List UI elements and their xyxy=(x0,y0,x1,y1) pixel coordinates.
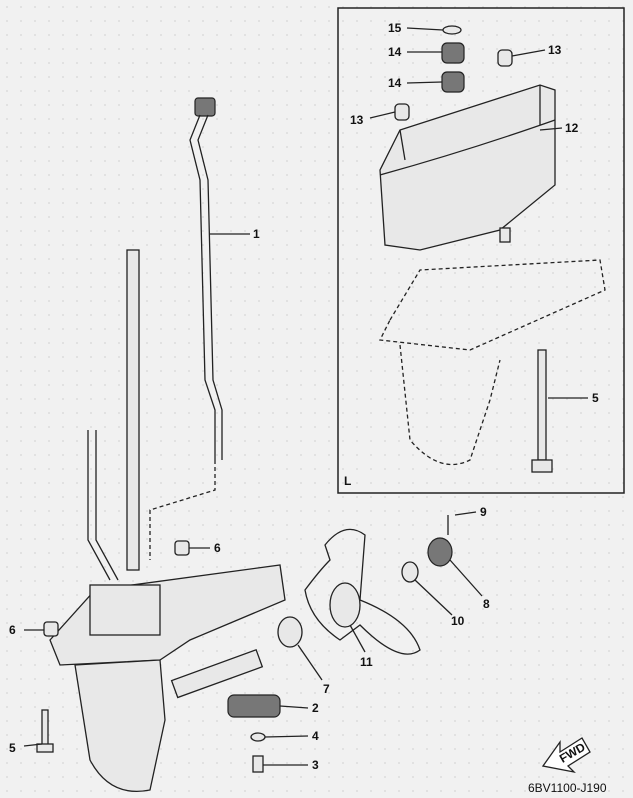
part-13-sleeve-right xyxy=(497,49,513,67)
callout-5-inset: 5 xyxy=(592,391,599,405)
callout-6-upper: 6 xyxy=(214,541,221,555)
part-5-bolt-inset xyxy=(531,349,553,473)
part-15-clip xyxy=(442,25,462,35)
inset-label: L xyxy=(344,474,351,488)
part-14-bearing-upper xyxy=(441,42,465,64)
callout-15: 15 xyxy=(388,21,402,35)
part-14-bearing-lower xyxy=(441,71,465,93)
callout-9: 9 xyxy=(480,505,487,519)
part-12-cover xyxy=(379,84,556,251)
part-11-propeller xyxy=(304,528,421,655)
leader-lines-main xyxy=(23,511,483,766)
part-13-sleeve-left xyxy=(394,103,410,121)
part-5-bolt xyxy=(36,709,54,753)
inset-frame xyxy=(337,7,625,494)
part-6-sleeve-left xyxy=(43,621,59,637)
callout-13-right: 13 xyxy=(548,43,562,57)
part-4-washer xyxy=(250,732,266,742)
callout-8: 8 xyxy=(483,597,490,611)
callout-3: 3 xyxy=(312,758,319,772)
callout-14-lower: 14 xyxy=(388,76,402,90)
callout-7: 7 xyxy=(323,682,330,696)
part-3-bolt xyxy=(252,755,264,773)
callout-4: 4 xyxy=(312,729,319,743)
callout-1: 1 xyxy=(253,227,260,241)
callout-12: 12 xyxy=(565,121,579,135)
part-8-nut xyxy=(427,537,453,567)
callout-2: 2 xyxy=(312,701,319,715)
callout-6-left: 6 xyxy=(9,623,16,637)
fwd-arrow-icon: FWD xyxy=(541,737,591,774)
callout-13-left: 13 xyxy=(350,113,364,127)
leader-lines-inset xyxy=(369,27,588,399)
part-1-shift-rod xyxy=(189,97,250,460)
part-2-anode xyxy=(227,694,281,718)
callout-5: 5 xyxy=(9,741,16,755)
part-7-seal xyxy=(277,616,303,648)
part-6-sleeve-upper xyxy=(174,540,190,556)
callout-11: 11 xyxy=(360,655,373,669)
callout-10: 10 xyxy=(451,614,465,628)
part-code: 6BV1100-J190 xyxy=(528,781,607,795)
drive-shaft xyxy=(87,249,140,581)
part-10-washer xyxy=(401,561,419,583)
gearcase-outline-inset xyxy=(379,227,606,466)
callout-14-upper: 14 xyxy=(388,45,402,59)
gearcase xyxy=(49,460,286,792)
